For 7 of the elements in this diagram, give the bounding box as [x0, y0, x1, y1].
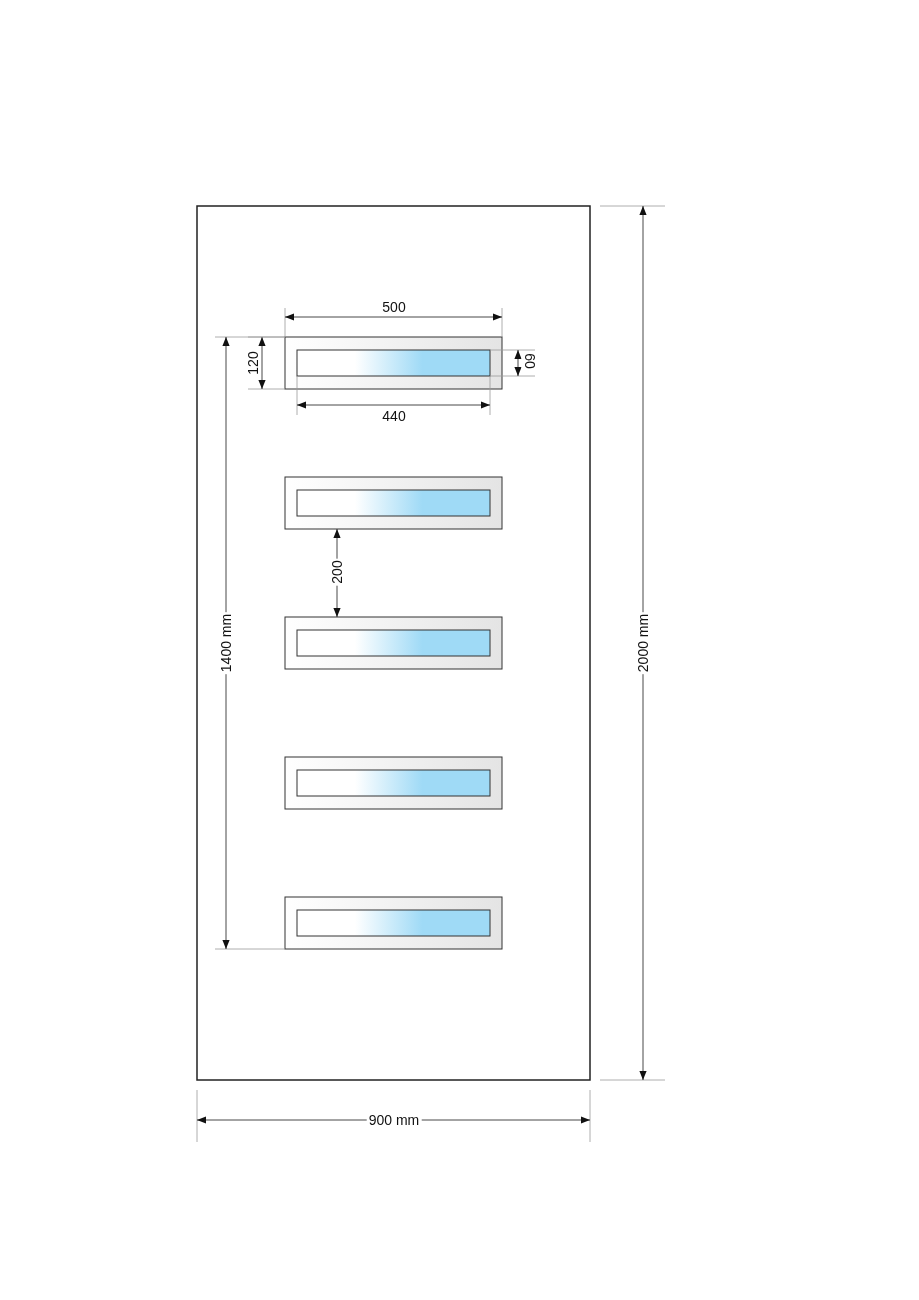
dimension-label: 500 [380, 299, 408, 315]
dimension-label: 2000 mm [635, 611, 651, 675]
dimension-label: 1400 mm [218, 611, 234, 675]
dimension-label: 440 [380, 408, 408, 424]
dimension-label: 900 mm [366, 1112, 422, 1128]
dimension-label: 120 [245, 349, 261, 377]
dimension-label: 200 [329, 558, 345, 586]
